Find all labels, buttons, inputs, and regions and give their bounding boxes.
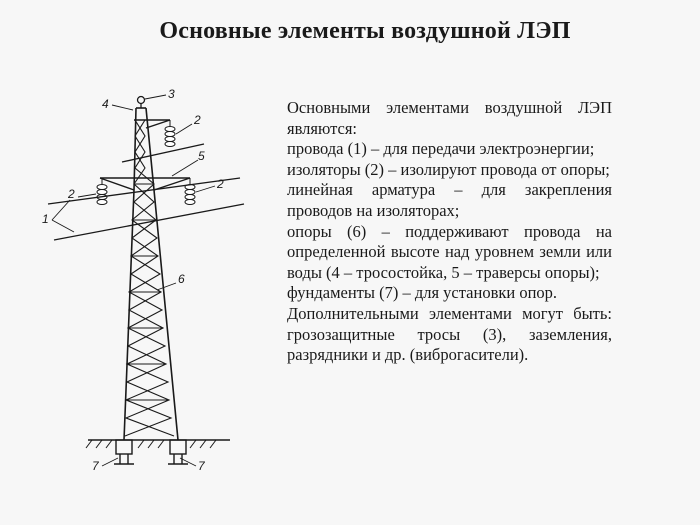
callout-label-7-right: 7: [198, 459, 206, 473]
insulator-left: [96, 178, 108, 205]
callout-label-2-left: 2: [67, 187, 75, 201]
tower-lattice: [124, 119, 175, 437]
conductor-wires: [47, 143, 245, 241]
callout-label-1: 1: [42, 212, 49, 226]
callout-label-2-right: 2: [216, 177, 224, 191]
ground-hatching: [85, 439, 217, 449]
power-line-tower-illustration: 4 3 2 5 2 2 1 6 7 7: [30, 80, 270, 500]
tower-top-cap: [136, 95, 146, 108]
callout-label-2-upper: 2: [193, 113, 201, 127]
paragraph-wires: провода (1) – для передачи электроэнерги…: [287, 139, 595, 159]
paragraph-intro: Основными элементами воздушной ЛЭП являю…: [287, 98, 612, 138]
tower-drawing: 4 3 2 5 2 2 1 6 7 7: [42, 87, 245, 473]
insulator-right: [184, 178, 196, 205]
callout-label-5: 5: [198, 149, 205, 163]
insulator-upper: [164, 120, 176, 147]
description-text: Основными элементами воздушной ЛЭП являю…: [287, 98, 612, 366]
upper-crossarm: [134, 119, 171, 129]
lower-crossarm: [99, 177, 191, 191]
tower-legs: [123, 107, 179, 441]
page-title: Основные элементы воздушной ЛЭП: [159, 18, 571, 44]
paragraph-fittings: линейная арматура – для закрепления пров…: [287, 180, 612, 220]
paragraph-insulators: изоляторы (2) – изолируют провода от опо…: [287, 159, 610, 179]
foundation-left: [114, 439, 134, 465]
callout-label-4: 4: [102, 97, 109, 111]
callout-label-6: 6: [178, 272, 185, 286]
callout-leaders: [51, 94, 216, 467]
paragraph-supports: опоры (6) – поддерживают провода на опре…: [287, 221, 612, 282]
paragraph-foundations: фундаменты (7) – для установки опор.: [287, 283, 558, 303]
callout-label-7-left: 7: [92, 459, 100, 473]
callout-label-3: 3: [168, 87, 175, 101]
paragraph-additional: Дополнительными элементами могут быть: г…: [287, 303, 612, 365]
